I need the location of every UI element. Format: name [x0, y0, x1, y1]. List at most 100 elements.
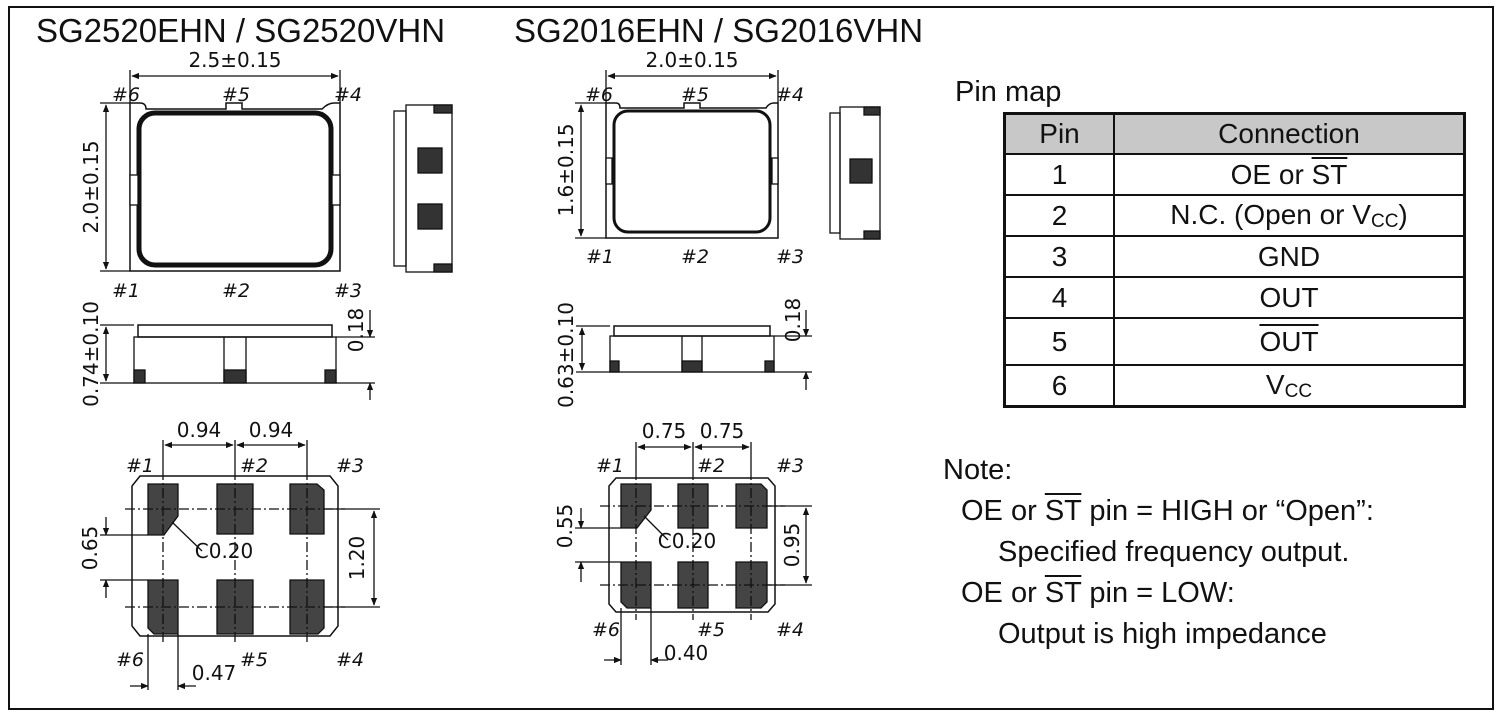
connection-text: V: [1265, 368, 1285, 400]
sg2520-bottom-view: [125, 470, 345, 645]
dim-2520-width: 2.5±0.15: [188, 48, 281, 72]
sg2520-top-view: [129, 102, 341, 272]
connection-text: N.C. (Open or V: [1170, 198, 1371, 230]
dim-2016-chamfer: C0.20: [658, 529, 717, 553]
note-text: pin = LOW:: [1081, 577, 1235, 609]
note-text: pin = HIGH or “Open”:: [1081, 495, 1374, 527]
connection-subscript: CC: [1370, 210, 1399, 232]
pin-number: 6: [1003, 364, 1115, 408]
note-overline-text: ST: [1044, 577, 1082, 609]
sg2016-side-view: [829, 106, 881, 240]
pinmap-row: 6 VCC: [1003, 364, 1466, 408]
connection-text: OUT: [1259, 281, 1319, 313]
dim-2016-height: 1.6±0.15: [554, 123, 578, 216]
note-line-2: Specified frequency output.: [998, 536, 1350, 568]
pin-label-2016-top-1: #1: [586, 246, 614, 268]
dim-2016-pitch-a: 0.75: [642, 419, 687, 443]
dim-2520-pitch-a: 0.94: [177, 418, 222, 442]
pin-connection: GND: [1113, 235, 1466, 278]
dim-2520-side: 0.18: [344, 308, 368, 353]
note-text: OE or: [961, 495, 1045, 527]
pin-label-2016-top-2: #2: [681, 246, 709, 268]
pin-label-2016-bot-1: #1: [596, 455, 624, 477]
pin-connection: OUT: [1113, 317, 1466, 366]
pin-label-2520-top-4: #4: [334, 84, 362, 106]
pin-number: 4: [1003, 276, 1115, 319]
pin-label-2520-bot-2: #2: [240, 455, 268, 477]
pin-label-2016-top-4: #4: [776, 84, 804, 106]
dim-2016-pitch-b: 0.75: [700, 419, 745, 443]
pin-connection: OE or ST: [1113, 153, 1466, 196]
dim-2520-pitch-b: 0.94: [249, 418, 294, 442]
pin-label-2520-bot-1: #1: [126, 455, 154, 477]
pin-label-2520-top-5: #5: [222, 84, 250, 106]
dim-2520-pad-w: 0.47: [192, 661, 237, 685]
pin-label-2016-top-5: #5: [681, 84, 709, 106]
pinmap-header-row: Pin Connection: [1003, 112, 1466, 155]
pin-number: 1: [1003, 153, 1115, 196]
pin-label-2016-bot-2: #2: [697, 455, 725, 477]
pin-label-2016-bot-5: #5: [697, 619, 725, 641]
pinmap-row: 4 OUT: [1003, 276, 1466, 319]
pin-label-2520-bot-5: #5: [240, 649, 268, 671]
pinmap-title: Pin map: [955, 76, 1062, 108]
sg2520-drawings: 2.5±0.15 2.0±0.15 0.74±0.10 0.18 0.94 0.…: [78, 48, 881, 690]
title-sg2016: SG2016EHN / SG2016VHN: [514, 12, 924, 49]
dim-2520-height: 2.0±0.15: [79, 140, 103, 233]
pin-label-2520-bot-4: #4: [336, 649, 364, 671]
pin-number: 5: [1003, 317, 1115, 366]
pin-label-2016-top-3: #3: [776, 246, 804, 268]
pin-label-2520-top-2: #2: [222, 280, 250, 302]
connection-subscript: CC: [1284, 380, 1313, 402]
note-line-1: OE or ST pin = HIGH or “Open”:: [943, 491, 1374, 532]
dim-2520-chamfer: C0.20: [195, 539, 254, 563]
notes-title: Note:: [943, 454, 1013, 486]
dim-2016-pad-h: 0.55: [553, 504, 577, 549]
connection-text: GND: [1257, 240, 1321, 272]
pinmap-header-connection: Connection: [1113, 112, 1466, 155]
sg2520-front-view: [133, 324, 337, 384]
pin-label-2520-bot-3: #3: [336, 455, 364, 477]
note-text: OE or: [961, 577, 1045, 609]
sg2520-side-view: [393, 104, 453, 273]
notes-block: Note: OE or ST pin = HIGH or “Open”: Spe…: [943, 450, 1374, 655]
pin-label-2016-bot-6: #6: [592, 619, 620, 641]
pin-label-2520-top-6: #6: [112, 84, 140, 106]
pin-label-2520-top-3: #3: [334, 280, 362, 302]
dim-2016-side: 0.18: [781, 298, 805, 343]
dim-2016-width: 2.0±0.15: [645, 48, 738, 72]
note-line-4: Output is high impedance: [998, 618, 1327, 650]
pinmap-row: 3 GND: [1003, 235, 1466, 278]
pin-label-2016-bot-4: #4: [776, 619, 804, 641]
pin-label-2016-top-6: #6: [585, 84, 613, 106]
pinmap-row: 2 N.C. (Open or VCC): [1003, 194, 1466, 237]
connection-text: OE or: [1230, 158, 1312, 190]
dim-2520-thickness: 0.74±0.10: [79, 301, 103, 407]
dim-2016-pad-w: 0.40: [664, 641, 709, 665]
dim-2520-pad-h: 0.65: [78, 526, 102, 571]
pin-number: 2: [1003, 194, 1115, 237]
pin-label-2520-bot-6: #6: [116, 649, 144, 671]
pin-number: 3: [1003, 235, 1115, 278]
pinmap-header-pin: Pin: [1003, 112, 1115, 155]
note-line-3: OE or ST pin = LOW:: [943, 573, 1374, 614]
sg2016-front-view: [609, 325, 775, 373]
pin-connection: OUT: [1113, 276, 1466, 319]
connection-text-tail: ): [1398, 198, 1408, 230]
connection-overline-text: OUT: [1259, 325, 1319, 357]
sg2016-bottom-view: [600, 470, 785, 620]
sg2016-top-view: [605, 102, 779, 239]
note-overline-text: ST: [1044, 495, 1082, 527]
pin-connection: N.C. (Open or VCC): [1113, 194, 1466, 237]
pin-label-2520-top-1: #1: [112, 280, 140, 302]
pin-label-2016-bot-3: #3: [776, 455, 804, 477]
pin-connection: VCC: [1113, 364, 1466, 408]
connection-overline-text: ST: [1311, 158, 1348, 190]
pinmap-row: 5 OUT: [1003, 317, 1466, 366]
dim-2016-thickness: 0.63±0.10: [554, 302, 578, 408]
title-sg2520: SG2520EHN / SG2520VHN: [36, 12, 446, 49]
dim-2016-pad-span: 0.95: [780, 523, 804, 568]
pinmap-table: Pin Connection 1 OE or ST 2 N.C. (Open o…: [1003, 112, 1466, 408]
dim-2520-pad-span: 1.20: [345, 536, 369, 581]
